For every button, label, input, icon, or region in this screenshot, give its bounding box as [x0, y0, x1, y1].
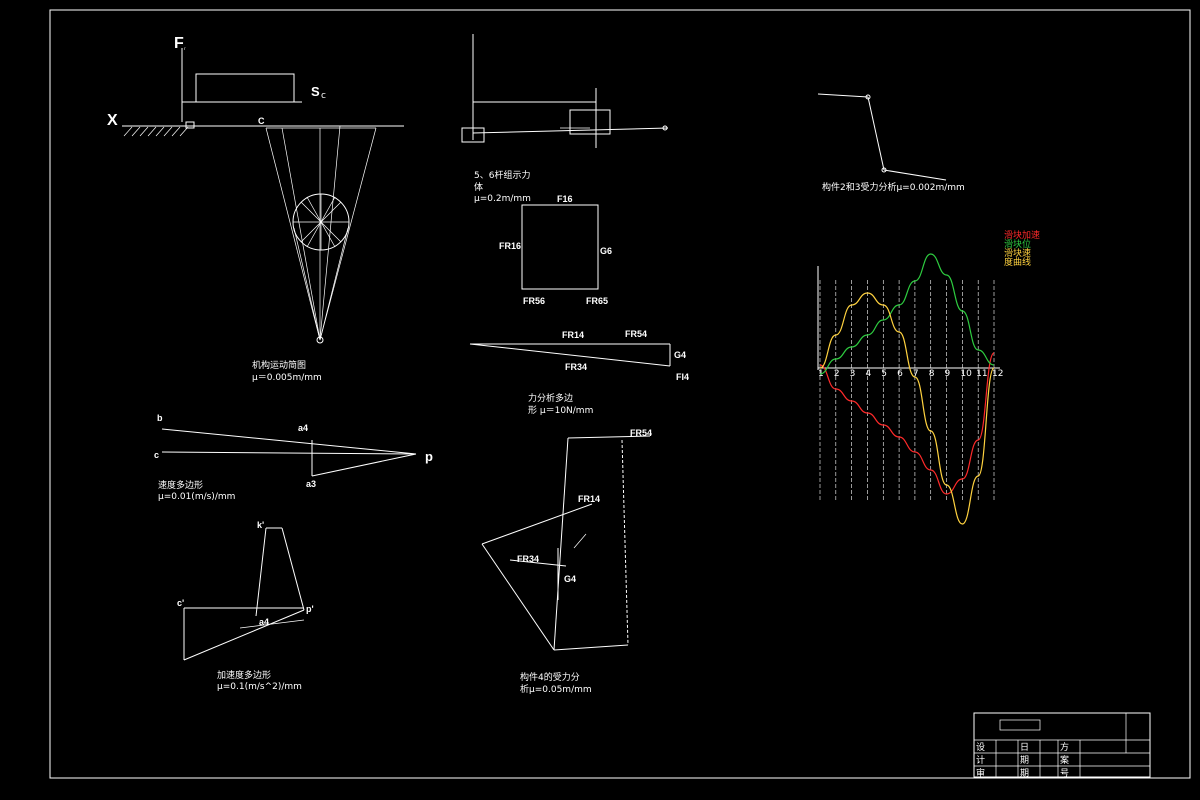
label-fr56: FR56	[523, 296, 545, 306]
velocity-polygon: b c a4 a3 p 速度多边形 μ=0.01(m/s)/mm	[154, 413, 433, 502]
tb-r1-b: 日	[1020, 742, 1029, 753]
tb-r2-b: 期	[1020, 755, 1029, 766]
label-fr14-top: FR14	[562, 330, 584, 340]
group56-caption-2: 体	[474, 181, 483, 193]
tick-label-7: 7	[913, 369, 919, 379]
legend-entry-4: 度曲线	[1004, 256, 1031, 268]
acceleration-polygon: k' c' p' a4 加速度多边形 μ=0.1(m/s^2)/mm	[177, 520, 314, 692]
force-polygon-top: FR14 FR54 FR34 G4 FI4 力分析多边 形 μ＝10N/mm	[469, 329, 689, 416]
tick-label-6: 6	[897, 369, 903, 379]
tb-r2-a: 计	[976, 754, 985, 766]
mechanism-caption-2: μ＝0.005m/mm	[252, 373, 322, 383]
series-line-3	[819, 292, 995, 525]
title-block: 设 日 方 计 期 案 审 期 号	[973, 712, 1151, 779]
tick-label-12: 12	[992, 369, 1003, 379]
acc-label-a4: a4	[259, 617, 269, 627]
acceleration-caption-2: μ=0.1(m/s^2)/mm	[217, 682, 302, 692]
member23-diagram: 构件2和3受力分析μ=0.002m/mm	[817, 93, 965, 193]
pivot-o	[316, 336, 324, 344]
label-f16: F16	[557, 194, 573, 204]
label-fr34-m4: FR34	[517, 554, 539, 564]
label-fr65: FR65	[586, 296, 608, 306]
tick-label-8: 8	[929, 369, 935, 379]
tb-r3-a: 审	[976, 767, 985, 779]
tick-label-2: 2	[834, 369, 840, 379]
vel-label-b: b	[157, 413, 163, 423]
graph-series	[819, 253, 995, 525]
stroke-sub: c	[321, 91, 326, 101]
ground-hatching	[123, 126, 189, 137]
tb-r1-a: 设	[976, 742, 985, 753]
member4-caption-2: 析μ=0.05m/mm	[520, 683, 592, 695]
legend-entry-2: 滑块位	[1004, 238, 1031, 250]
tb-r3-c: 号	[1060, 768, 1069, 779]
group56-caption-3: μ=0.2m/mm	[474, 194, 531, 204]
force-polygon-caption-2: 形 μ＝10N/mm	[528, 404, 593, 416]
drawing-frame	[49, 9, 1191, 779]
vel-label-a3: a3	[306, 479, 316, 489]
acc-label-p: p'	[306, 604, 314, 614]
acceleration-caption-1: 加速度多边形	[217, 669, 271, 681]
mechanism-caption-1: 机构运动简图	[252, 359, 306, 371]
label-fr54-m4: FR54	[630, 428, 652, 438]
tb-r3-b: 期	[1020, 768, 1029, 779]
label-fi4-top: FI4	[676, 372, 689, 382]
tick-label-3: 3	[850, 369, 856, 379]
group56-rectangle	[521, 204, 599, 290]
label-g6: G6	[600, 246, 612, 256]
tick-label-10: 10	[960, 369, 972, 379]
tick-label-9: 9	[945, 369, 951, 379]
force-polygon-caption-1: 力分析多边	[528, 392, 573, 404]
velocity-caption-1: 速度多边形	[158, 479, 203, 491]
x-axis-label: X	[107, 112, 118, 129]
vel-label-a4: a4	[298, 423, 308, 433]
tb-r1-c: 方	[1060, 741, 1069, 753]
label-fr54-top: FR54	[625, 329, 647, 339]
slider-block	[185, 121, 195, 129]
force-label: F	[174, 35, 184, 52]
group56-caption-1: 5、6杆组示力	[474, 169, 530, 181]
graph-gridlines	[819, 280, 995, 500]
force-sub: r	[184, 46, 186, 51]
member23-caption: 构件2和3受力分析μ=0.002m/mm	[822, 181, 965, 193]
vel-label-p: p	[425, 449, 433, 464]
acc-label-c: c'	[177, 598, 184, 608]
acc-label-k: k'	[257, 520, 264, 530]
series-line-1	[819, 352, 995, 495]
group56-sketch	[461, 34, 669, 148]
series-line-2	[819, 253, 995, 375]
tick-label-4: 4	[865, 369, 871, 379]
label-g4-top: G4	[674, 350, 686, 360]
label-fr16: FR16	[499, 241, 521, 251]
mechanism-links	[265, 125, 377, 341]
label-fr14-m4: FR14	[578, 494, 600, 504]
tick-label-5: 5	[881, 369, 887, 379]
crank-spokes	[293, 194, 349, 250]
member4-caption-1: 构件4的受力分	[520, 671, 580, 683]
velocity-caption-2: μ=0.01(m/s)/mm	[158, 492, 235, 502]
mechanism-diagram: F r S c X C	[107, 35, 404, 383]
tick-label-11: 11	[976, 369, 987, 379]
member4-diagram: FR54 FR14 FR34 G4 构件4的受力分 析μ=0.05m/mm	[481, 428, 652, 695]
point-c-label: C	[258, 116, 265, 126]
legend-entry-3: 滑块速	[1004, 247, 1031, 259]
label-fr34-top: FR34	[565, 362, 587, 372]
legend-entry-1: 滑块加速	[1004, 229, 1040, 241]
label-g4-m4: G4	[564, 574, 576, 584]
force-block	[195, 73, 295, 103]
tb-r2-c: 案	[1060, 754, 1069, 766]
vel-label-c: c	[154, 450, 159, 460]
stroke-label: S	[311, 84, 320, 99]
group56-force-diagram: 5、6杆组示力 体 μ=0.2m/mm F16 FR16 G6 FR56 FR6…	[474, 169, 612, 306]
